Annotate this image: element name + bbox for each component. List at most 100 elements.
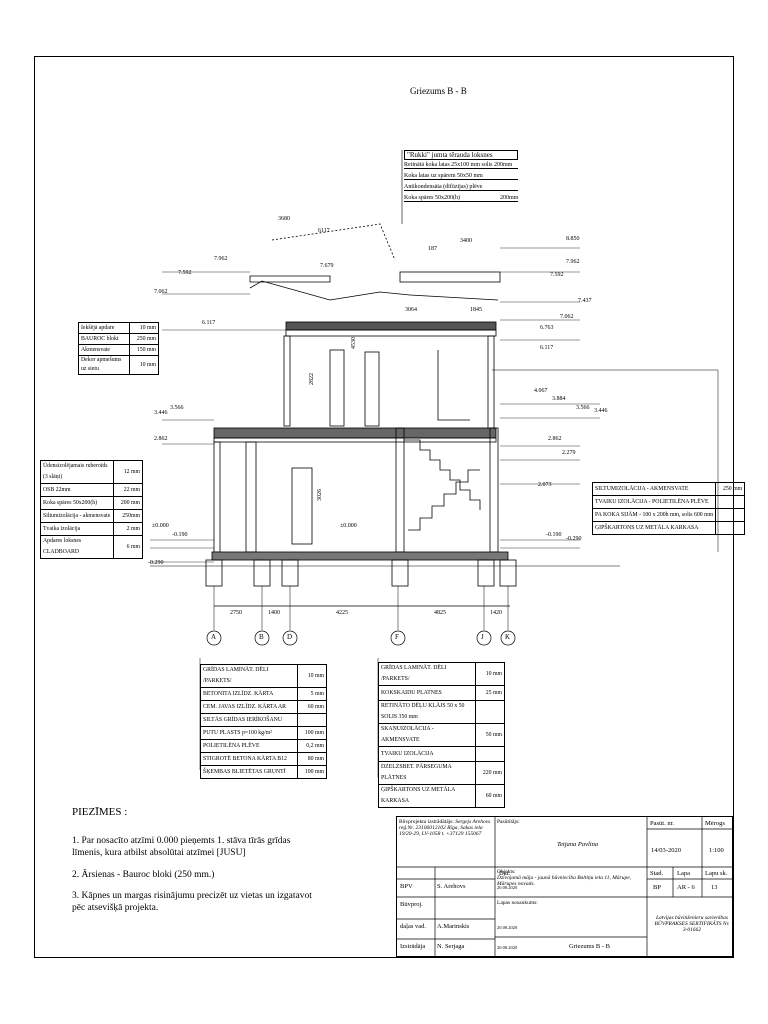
layer-value: 100 mm xyxy=(297,726,327,740)
scale-label: Mērogs xyxy=(705,820,725,827)
layer-label: KOKSKAIDU PLATNES xyxy=(378,685,476,701)
dim-inner-3: 3026 xyxy=(317,489,323,501)
layer-value: 250mm xyxy=(113,509,143,523)
layer-label: SILTUMIZOLĀCIJA - AKMENSVATE xyxy=(591,482,717,496)
roof-note-6: 200mm xyxy=(500,195,519,201)
axis-a-circle xyxy=(206,630,222,646)
layer-value xyxy=(475,746,505,762)
roof-outline xyxy=(249,280,499,301)
lower-wall-left xyxy=(213,441,221,553)
roof-note-5: Koka spāres 50x200(h) xyxy=(404,195,460,201)
layer-label: SILTĀS GRĪDAS IERĪKOŠANU xyxy=(200,713,298,727)
layer-value: 22 mm xyxy=(113,483,143,497)
stair-upper xyxy=(404,439,481,510)
layer-label: Akmensvate xyxy=(78,344,130,356)
row-date-3: 20.08.2020 xyxy=(497,925,518,930)
layer-label: TVAIKU IZOLĀCIJA xyxy=(378,746,476,762)
layer-value: 150 mm xyxy=(129,344,159,356)
foundation-d xyxy=(281,559,299,587)
elev-27: -0.190 xyxy=(546,532,562,538)
layer-label: Iekšējā apdare xyxy=(78,322,130,334)
foundation-a xyxy=(205,559,223,587)
layer-value xyxy=(715,508,746,522)
layer-value: 50 mm xyxy=(475,723,505,747)
layer-value: 10 mm xyxy=(475,662,505,686)
layer-label: STIGROTĒ BETONA KĀRTA B12 xyxy=(200,752,298,766)
foundation-j xyxy=(477,559,495,587)
stage: BP xyxy=(653,884,661,891)
layer-label: BAUROC bloki xyxy=(78,333,130,345)
title-block: Būvprojekta izstrādātājs: Sergejs Arehov… xyxy=(396,816,734,958)
layer-value xyxy=(715,521,746,535)
layer-label: Siltumizolācija - akmensvate xyxy=(40,509,114,523)
section-title: Griezums B - B xyxy=(410,86,467,96)
elev-13: 3.446 xyxy=(154,410,168,416)
layer-label: PUTU PLASTS p=100 kg/m² xyxy=(200,726,298,740)
layer-label: CEM. JAVAS IZLĪDZ. KĀRTA AR xyxy=(200,700,298,714)
elev-6: 8.850 xyxy=(566,236,580,242)
layer-label: Tvaika izolācija xyxy=(40,522,114,536)
elev-3: 7.062 xyxy=(154,289,168,295)
note-3: 3. Kāpnes un margas risinājumu precizēt … xyxy=(72,891,312,914)
title-block-grid xyxy=(397,817,734,958)
layer-value: 10 mm xyxy=(129,355,159,375)
layer-label: ŠĶEMBAS BLIETĒTAS GRUNTĪ xyxy=(200,765,298,779)
layer-label: Koka spāres 50x200(h) xyxy=(40,496,114,510)
row-role-3: daļas vad. xyxy=(400,923,426,930)
object: Dzīvojamā māja - jaunā būvniecība Baltiņ… xyxy=(497,875,632,887)
layer-value: 25 mm xyxy=(475,685,505,701)
elev-25: -0.290 xyxy=(148,560,164,566)
layer-label: SKAŅUIZOLĀCIJA - AKMENSVATE xyxy=(378,723,476,747)
dim-bottom-3: 4225 xyxy=(336,610,348,616)
dim-top-1: 3680 xyxy=(278,216,290,222)
layer-value: 250 mm xyxy=(715,482,746,496)
axis-b: B xyxy=(259,633,264,641)
sheets-label: Lapu sk. xyxy=(705,870,728,877)
layer-label: GRĪDAS LAMINĀT. DĒLI /PARKETS/ xyxy=(378,662,476,686)
upper-wall-left xyxy=(283,335,291,427)
notes-heading: PIEZĪMES : xyxy=(72,806,128,818)
elev-9: 7.437 xyxy=(578,298,592,304)
elev-28: -0.290 xyxy=(566,536,582,542)
lower-wall-f xyxy=(395,427,405,553)
stair-lower xyxy=(408,469,480,531)
upper-door-2 xyxy=(364,351,380,427)
dim-top-4: 3064 xyxy=(405,307,417,313)
axis-k-circle xyxy=(500,630,516,646)
elev-22: 2.073 xyxy=(538,482,552,488)
layer-label: Apdares loksnes CLADBOARD xyxy=(40,535,114,559)
level-lines-right xyxy=(500,247,600,549)
elev-12: 6.117 xyxy=(540,345,554,351)
layer-value: 6 mm xyxy=(113,535,143,559)
layer-label: POLIETILĒNA PLĒVE xyxy=(200,739,298,753)
layer-value: 250 mm xyxy=(129,333,159,345)
sheets: 13 xyxy=(711,884,718,891)
elev-1: 7.962 xyxy=(214,256,228,262)
layer-value: 80 mm xyxy=(297,752,327,766)
level-lines-left xyxy=(150,271,290,563)
layer-label: PA KOKA SIJĀM - 100 x 200h mm, solis 600… xyxy=(591,508,717,522)
object-label: Objekts: xyxy=(497,869,516,875)
sheet-name-label: Lapas nosaukums: xyxy=(497,900,538,906)
axis-d-circle xyxy=(282,630,298,646)
middle-slab-finish xyxy=(213,437,497,443)
row-date-4: 20.08.2020 xyxy=(497,945,518,950)
elev-26: ±0.000 xyxy=(340,523,357,529)
elev-14: 3.566 xyxy=(170,405,184,411)
stage-label: Stad. xyxy=(650,870,664,877)
stair-rail xyxy=(437,350,470,421)
layer-value: 10 mm xyxy=(129,322,159,334)
elev-24: -0.190 xyxy=(172,532,188,538)
cert: Latvijas būvinženieru savienības BŪVPRAK… xyxy=(654,915,730,933)
elev-20: 2.862 xyxy=(548,436,562,442)
elev-8: 7.592 xyxy=(550,272,564,278)
roof-note: "Rukki" jumta tērauda loksnes Retinātā k… xyxy=(404,150,519,202)
roof-note-1: "Rukki" jumta tērauda loksnes xyxy=(404,150,519,160)
client-label: Pasūtītājs: xyxy=(497,819,520,825)
dim-bottom-1: 2750 xyxy=(230,610,242,616)
sheet-label: Lapa xyxy=(677,870,690,877)
axis-j: J xyxy=(481,633,484,641)
